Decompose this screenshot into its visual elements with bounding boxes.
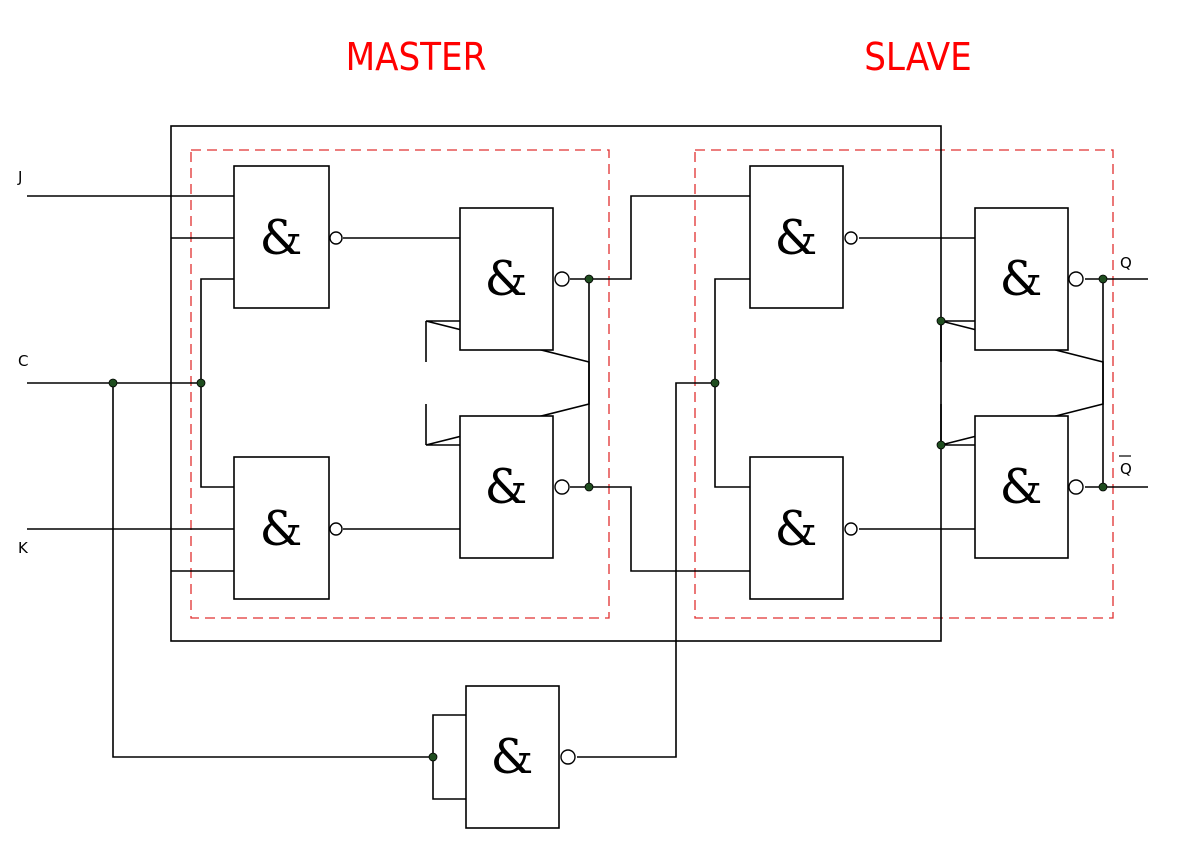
- master-latch-gate-top: &: [459, 207, 570, 351]
- slave-title: SLAVE: [864, 35, 972, 79]
- junction-output-q: [1098, 274, 1108, 284]
- junction-master-qbar: [584, 482, 594, 492]
- svg-text:&: &: [775, 501, 818, 557]
- slave-latch-gate-bottom: &: [974, 415, 1084, 559]
- master-title: MASTER: [346, 35, 487, 79]
- wiring: [27, 195, 1148, 800]
- input-k-label: K: [18, 539, 29, 557]
- junction-master-q: [584, 274, 594, 284]
- input-c-label: C: [18, 352, 28, 370]
- svg-text:&: &: [491, 729, 534, 785]
- junction-clock-split: [108, 378, 118, 388]
- svg-text:&: &: [775, 210, 818, 266]
- output-q-label: Q: [1120, 254, 1132, 272]
- svg-text:&: &: [485, 459, 528, 515]
- junction-dots: [108, 274, 1108, 762]
- slave-latch-gate-top: &: [974, 207, 1084, 351]
- output-qbar-label: Q: [1120, 460, 1132, 478]
- junction-output-qbar: [1098, 482, 1108, 492]
- svg-text:&: &: [260, 210, 303, 266]
- svg-text:&: &: [1000, 251, 1043, 307]
- junction-clock-master: [196, 378, 206, 388]
- master-nand-gate-top-input: &: [233, 165, 343, 309]
- junction-inverted-clock: [710, 378, 720, 388]
- input-j-label: J: [17, 168, 22, 186]
- slave-nand-gate-top-input: &: [749, 165, 858, 309]
- junction-slave-feedback-bottom: [936, 440, 946, 450]
- junction-inverter-input: [428, 752, 438, 762]
- slave-nand-gate-bottom-input: &: [749, 456, 858, 600]
- master-latch-gate-bottom: &: [459, 415, 570, 559]
- master-nand-gate-bottom-input: &: [233, 456, 343, 600]
- clock-inverter-gate: &: [465, 685, 576, 829]
- master-dashed-boundary: [190, 149, 610, 619]
- junction-slave-feedback-top: [936, 316, 946, 326]
- svg-text:&: &: [485, 251, 528, 307]
- svg-text:&: &: [260, 501, 303, 557]
- svg-text:&: &: [1000, 459, 1043, 515]
- slave-dashed-boundary: [694, 149, 1114, 619]
